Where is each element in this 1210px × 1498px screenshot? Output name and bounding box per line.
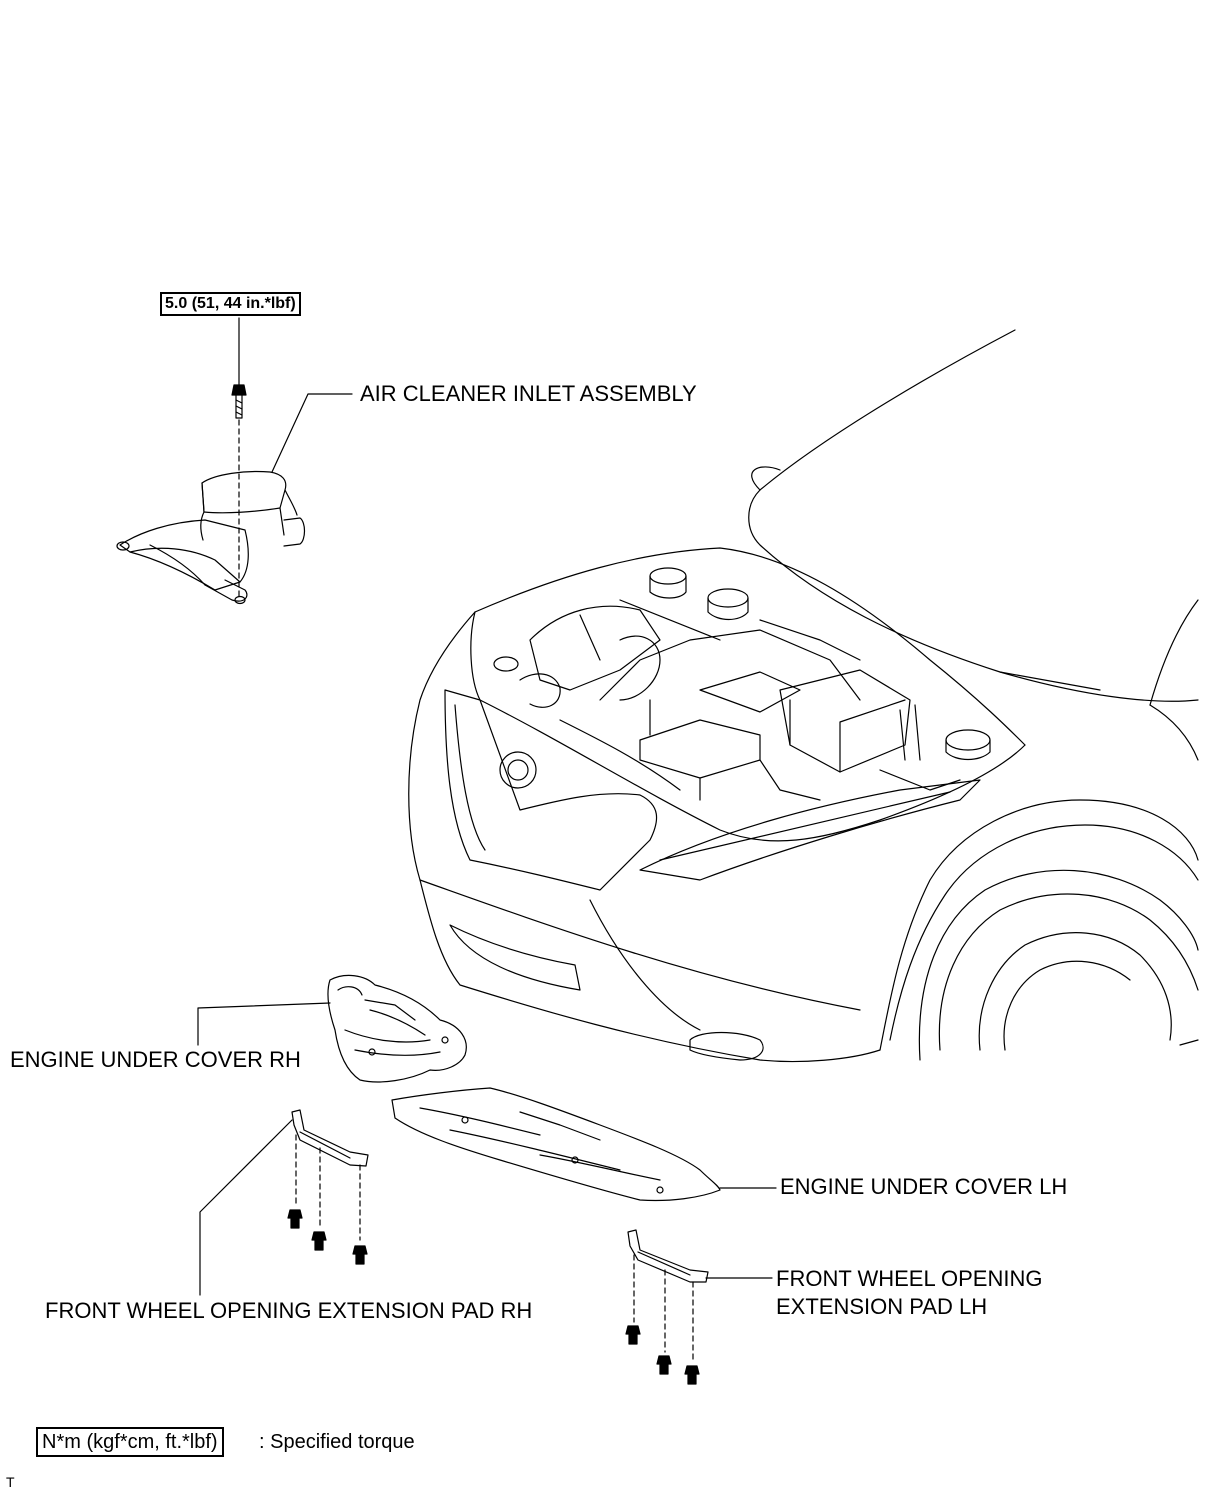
pad-rh-bolt: [311, 1231, 327, 1251]
pad-rh-bolt: [287, 1209, 303, 1229]
torque-spec-box: 5.0 (51, 44 in.*lbf): [160, 292, 301, 316]
pad-lh-bolt: [656, 1355, 672, 1375]
legend-description: : Specified torque: [259, 1431, 415, 1453]
engine-components: [493, 567, 991, 801]
label-air-cleaner-inlet-assembly: AIR CLEANER INLET ASSEMBLY: [360, 381, 697, 406]
engine-under-cover-rh-illustration: [197, 974, 467, 1083]
pad-lh-bolt: [625, 1325, 641, 1345]
pad-rh-bolt: [352, 1245, 368, 1265]
label-engine-under-cover-lh: ENGINE UNDER COVER LH: [780, 1174, 1068, 1199]
label-extension-pad-lh-line1: FRONT WHEEL OPENING: [776, 1266, 1043, 1291]
vehicle-front-illustration: [408, 329, 1199, 1063]
label-engine-under-cover-rh: ENGINE UNDER COVER RH: [10, 1047, 301, 1072]
extension-pad-lh-illustration: [625, 1229, 773, 1385]
extension-pad-rh-illustration: [199, 1109, 369, 1296]
air-cleaner-inlet-illustration: [116, 317, 353, 605]
label-extension-pad-lh-line2: EXTENSION PAD LH: [776, 1294, 988, 1319]
pad-lh-bolt: [684, 1365, 700, 1385]
engine-under-cover-lh-illustration: [391, 1087, 777, 1202]
legend-torque-unit-box: N*m (kgf*cm, ft.*lbf): [36, 1427, 224, 1457]
label-extension-pad-rh: FRONT WHEEL OPENING EXTENSION PAD RH: [45, 1298, 533, 1323]
figure-code: T: [6, 1474, 15, 1490]
